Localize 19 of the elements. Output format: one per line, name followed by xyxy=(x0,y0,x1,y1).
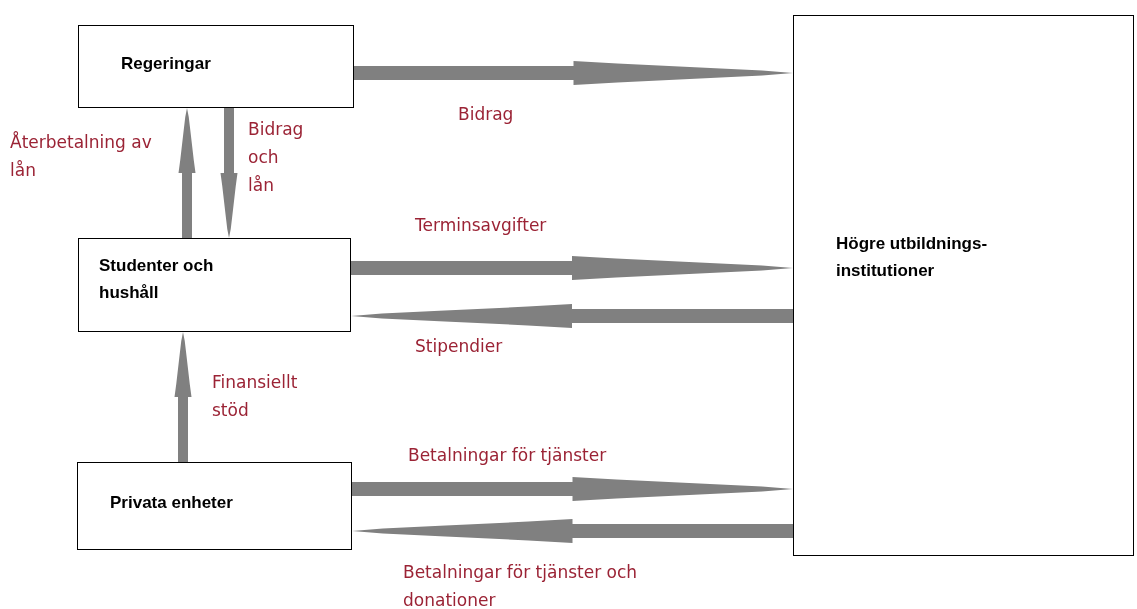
arrow xyxy=(178,108,196,238)
edge-label: Finansiellt stöd xyxy=(212,371,299,422)
node-label: Regeringar xyxy=(121,53,212,75)
entity-box xyxy=(78,238,351,332)
node-label: Privata enheter xyxy=(110,492,234,514)
edge-label: Terminsavgifter xyxy=(415,214,548,237)
entity-box xyxy=(77,462,352,550)
edge-label: Stipendier xyxy=(415,335,504,358)
edge-label: Bidrag xyxy=(458,103,515,126)
node-label: Högre utbildnings- institutioner xyxy=(836,233,989,282)
node-label: Studenter och hushåll xyxy=(99,255,215,304)
edge-label: Återbetalning av lån xyxy=(10,130,153,182)
entity-box xyxy=(793,15,1134,556)
arrow xyxy=(220,108,238,238)
entity-box xyxy=(78,25,354,108)
arrow xyxy=(174,332,192,462)
edge-label: Bidrag och lån xyxy=(248,118,305,197)
edge-label: Betalningar för tjänster xyxy=(408,444,608,467)
edge-label: Betalningar för tjänster och donationer xyxy=(403,561,639,609)
